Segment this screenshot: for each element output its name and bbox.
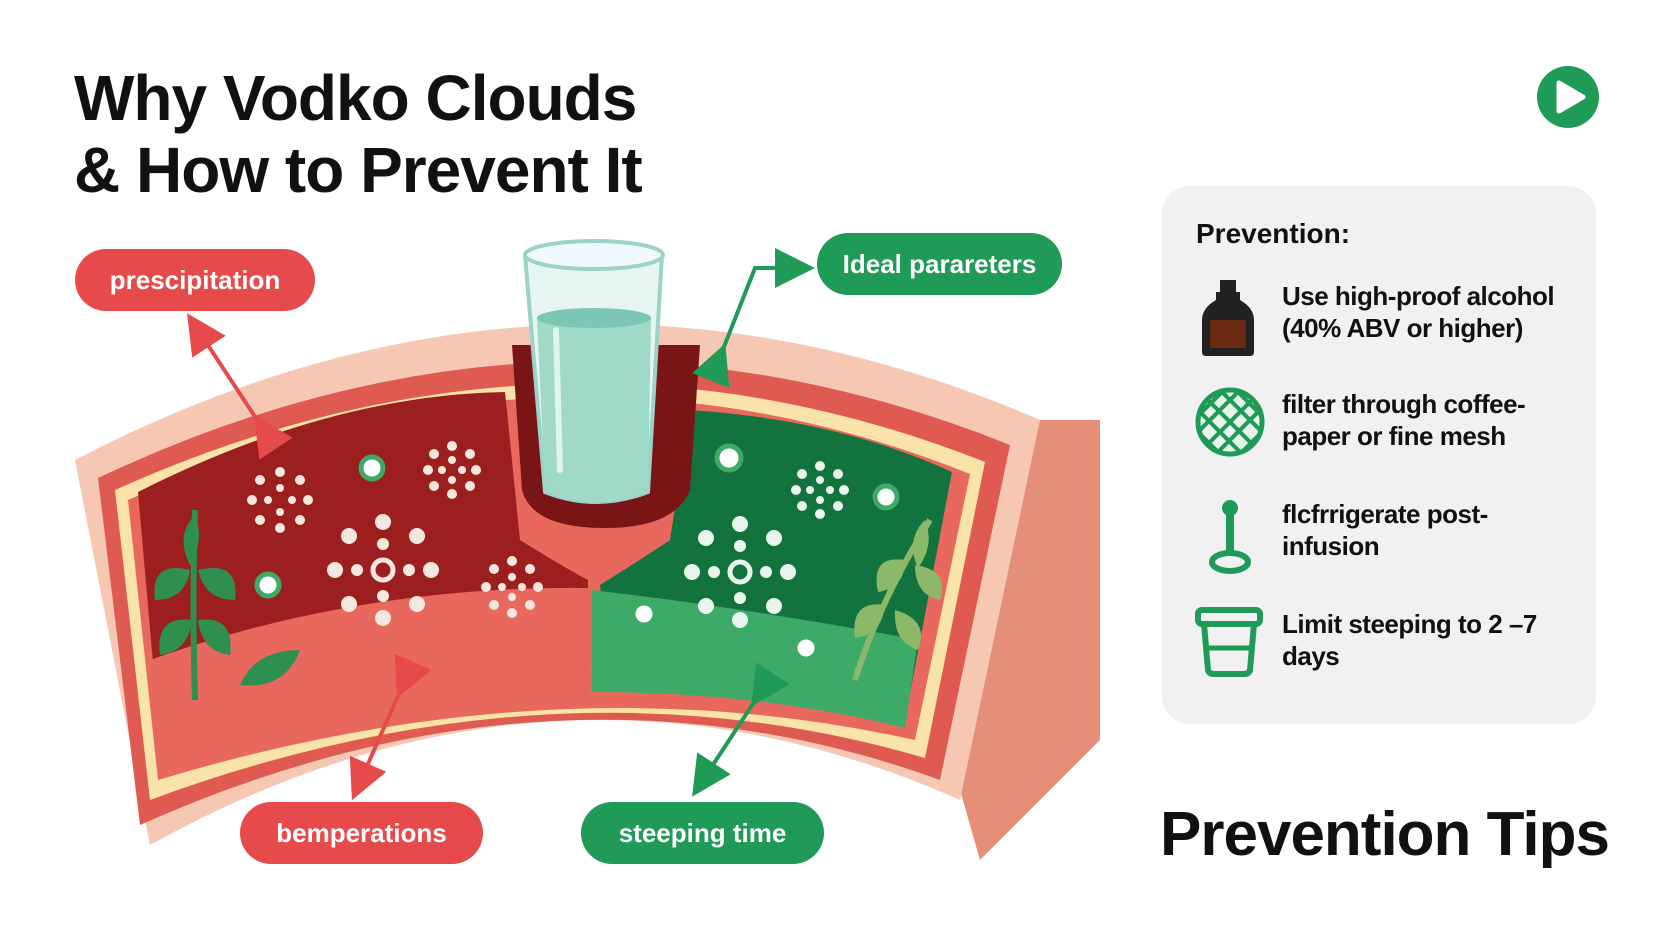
title-line-2: & How to Prevent It bbox=[74, 134, 643, 206]
right-liquid bbox=[592, 590, 918, 728]
page-title: Why Vodko Clouds & How to Prevent It bbox=[74, 62, 643, 206]
label-ideal-parameters[interactable]: Ideal parareters bbox=[817, 233, 1062, 295]
particle-cluster-right bbox=[684, 461, 849, 628]
thermometer-icon bbox=[1209, 500, 1251, 574]
slab-side-face bbox=[940, 420, 1100, 860]
arrow-steeping bbox=[692, 662, 790, 797]
tip-text: Limit steeping to 2 –7 days bbox=[1282, 609, 1537, 671]
title-line-1: Why Vodko Clouds bbox=[74, 62, 637, 134]
plant-left-icon bbox=[154, 509, 300, 701]
bubbles bbox=[254, 443, 900, 662]
panel-heading: Prevention: bbox=[1196, 218, 1351, 249]
tip-item: flcfrrigerate post-infusion bbox=[1194, 496, 1584, 586]
tip-item: filter through coffee-paper or fine mesh bbox=[1194, 386, 1584, 476]
tip-item: Limit steeping to 2 –7 days bbox=[1194, 606, 1584, 696]
arrow-precipitation bbox=[187, 313, 293, 460]
label-temperatures[interactable]: bemperations bbox=[240, 802, 483, 864]
arrow-temperatures bbox=[349, 653, 432, 801]
arrow-ideal bbox=[692, 248, 815, 388]
particle-cluster-left bbox=[247, 441, 543, 626]
jar-icon bbox=[1195, 607, 1263, 677]
mesh-filter-icon bbox=[1195, 387, 1265, 457]
plant-right-icon bbox=[852, 518, 943, 681]
tip-text: flcfrrigerate post-infusion bbox=[1282, 499, 1488, 561]
prevention-panel: Prevention: Use high-proof alcohol (40% … bbox=[1162, 186, 1596, 724]
play-button[interactable] bbox=[1537, 66, 1599, 128]
label-steeping-time[interactable]: steeping time bbox=[581, 802, 824, 864]
cross-section-diagram bbox=[75, 239, 1100, 860]
tip-text: filter through coffee-paper or fine mesh bbox=[1282, 389, 1526, 451]
tip-text: Use high-proof alcohol (40% ABV or highe… bbox=[1282, 281, 1555, 343]
bottle-icon bbox=[1202, 280, 1254, 356]
tip-item: Use high-proof alcohol (40% ABV or highe… bbox=[1194, 278, 1584, 368]
label-precipitation[interactable]: prescipitation bbox=[75, 249, 315, 311]
play-icon bbox=[1556, 80, 1586, 114]
glass-icon bbox=[522, 239, 665, 504]
prevention-tips-heading: Prevention Tips bbox=[1160, 800, 1610, 869]
